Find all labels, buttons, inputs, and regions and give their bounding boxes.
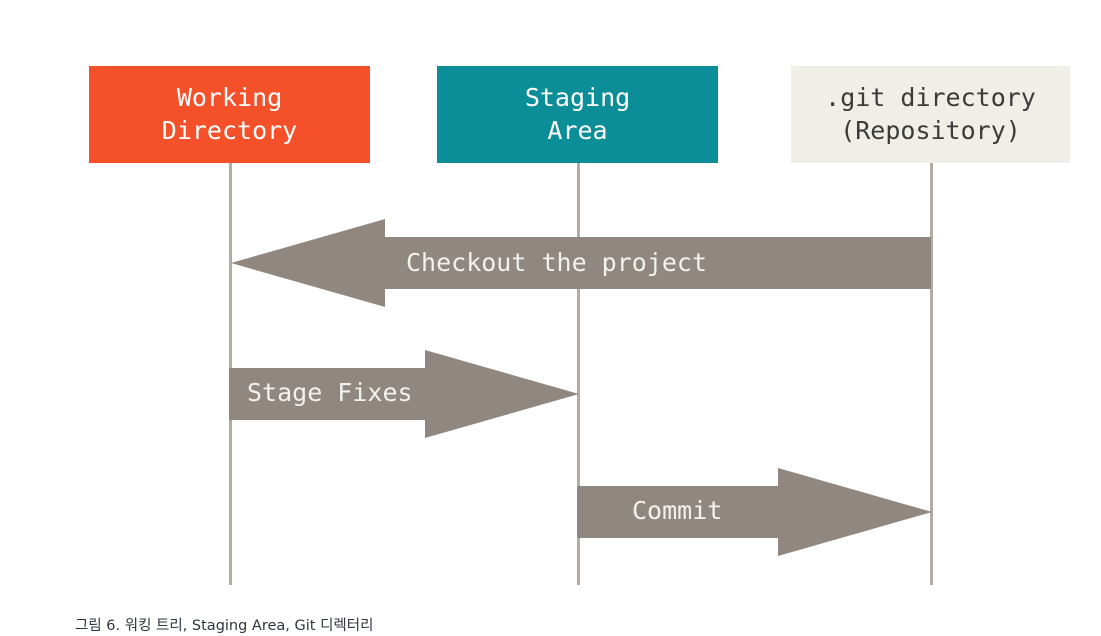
stage-title-line-1: Staging [524,83,631,112]
lifeline-git-directory [930,163,933,585]
stage-title-line-1: .git directory [825,83,1036,112]
arrow-label-commit: Commit [632,496,723,525]
arrow-label-stage-fixes: Stage Fixes [247,378,413,407]
stage-box-staging-area: Staging Area [437,66,718,163]
stage-title-line-2: Area [547,115,608,145]
stage-box-git-directory: .git directory (Repository) [791,66,1070,163]
stage-title-line-2: (Repository) [840,115,1021,145]
figure-caption: 그림 6. 워킹 트리, Staging Area, Git 디렉터리 [75,618,374,634]
lifeline-staging-area [577,163,580,585]
lifeline-working-directory [229,163,232,585]
arrow-commit [577,468,932,556]
stage-title-line-1: Working [176,83,283,112]
stage-title-line-2: Directory [161,115,298,145]
arrow-label-checkout-the-project: Checkout the project [406,248,708,277]
stage-box-working-directory: Working Directory [89,66,370,163]
